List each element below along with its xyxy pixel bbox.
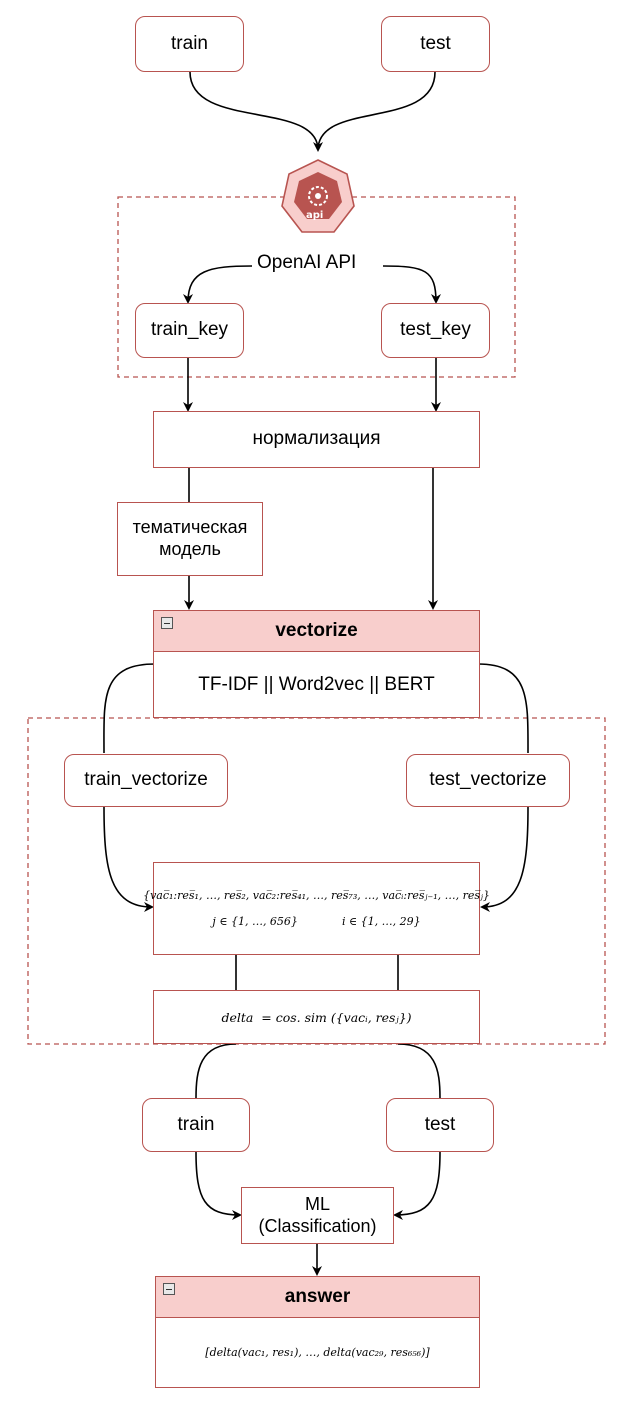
api-icon-label: api: [306, 210, 324, 221]
train-bottom-label: train: [177, 1113, 215, 1135]
topic-model-node[interactable]: тематическая модель: [117, 502, 263, 576]
edge-api-to-test-key: [382, 265, 441, 304]
train-vectorize-label: train_vectorize: [84, 769, 208, 791]
set-formula-node[interactable]: {vac̅₁:res̅₁, …, res̅₂, vac̅₂:res̅₄₁, …,…: [143, 862, 490, 955]
openai-api-label: OpenAI API: [253, 252, 361, 274]
answer-body: [delta(vac₁, res₁), …, delta(vac₂₉, res₆…: [155, 1318, 480, 1388]
vectorize-group-boundary: [27, 717, 606, 1045]
ml-line1: ML: [304, 1193, 330, 1214]
edge-train-vec-to-set: [103, 806, 154, 912]
train-top-node[interactable]: train: [135, 16, 244, 72]
vectorize-methods: TF-IDF || Word2vec || BERT: [198, 673, 435, 695]
topic-model-line1: тематическая: [132, 517, 248, 538]
edge-test-to-ml: [393, 1151, 441, 1220]
test-vectorize-node[interactable]: test_vectorize: [406, 754, 570, 807]
delta-formula-text: delta = cos. sim ({vacᵢ, resⱼ}): [221, 1009, 412, 1025]
test-vectorize-label: test_vectorize: [429, 769, 547, 791]
set-formula-text: {vac̅₁:res̅₁, …, res̅₂, vac̅₂:res̅₄₁, …,…: [143, 889, 490, 903]
range-row: j ∈ {1, …, 656} i ∈ {1, …, 29}: [212, 915, 420, 928]
edge-train-to-api: [189, 71, 323, 152]
edge-vectorize-to-test-vec: [477, 663, 529, 754]
edge-delta-to-test: [397, 1043, 441, 1099]
train-top-label: train: [171, 32, 208, 54]
edge-train-to-ml: [195, 1151, 242, 1220]
api-icon: [281, 159, 355, 233]
edge-test-vec-to-set: [480, 806, 529, 912]
train-key-label: train_key: [150, 319, 229, 341]
answer-header[interactable]: answer: [155, 1276, 480, 1318]
test-key-node[interactable]: test_key: [381, 303, 490, 358]
test-top-label: test: [420, 32, 451, 54]
vectorize-title: vectorize: [275, 620, 358, 641]
edge-vectorize-to-train-vec: [103, 663, 156, 754]
topic-model-line2: модель: [159, 539, 221, 559]
ml-node[interactable]: ML (Classification): [241, 1187, 394, 1244]
test-top-node[interactable]: test: [381, 16, 490, 72]
edge-api-to-train-key: [183, 265, 253, 304]
train-bottom-node[interactable]: train: [142, 1098, 250, 1152]
train-vectorize-node[interactable]: train_vectorize: [64, 754, 228, 807]
j-range-text: j ∈ {1, …, 656}: [212, 914, 298, 928]
normalization-label: нормализация: [252, 428, 381, 450]
vectorize-header[interactable]: vectorize: [153, 610, 480, 652]
test-key-label: test_key: [400, 319, 471, 341]
edge-test-to-api: [317, 71, 436, 151]
collapse-icon[interactable]: [161, 617, 173, 629]
delta-node[interactable]: delta = cos. sim ({vacᵢ, resⱼ}): [153, 990, 480, 1044]
test-bottom-node[interactable]: test: [386, 1098, 494, 1152]
i-range-text: i ∈ {1, …, 29}: [341, 914, 421, 928]
train-key-node[interactable]: train_key: [135, 303, 244, 358]
test-bottom-label: test: [424, 1113, 456, 1135]
edge-delta-to-train: [195, 1043, 237, 1099]
answer-formula-text: [delta(vac₁, res₁), …, delta(vac₂₉, res₆…: [205, 1346, 430, 1359]
answer-title: answer: [284, 1286, 351, 1307]
ml-line2: (Classification): [258, 1215, 377, 1236]
normalization-node[interactable]: нормализация: [153, 411, 480, 468]
vectorize-body: TF-IDF || Word2vec || BERT: [153, 652, 480, 718]
collapse-icon[interactable]: [163, 1283, 175, 1295]
